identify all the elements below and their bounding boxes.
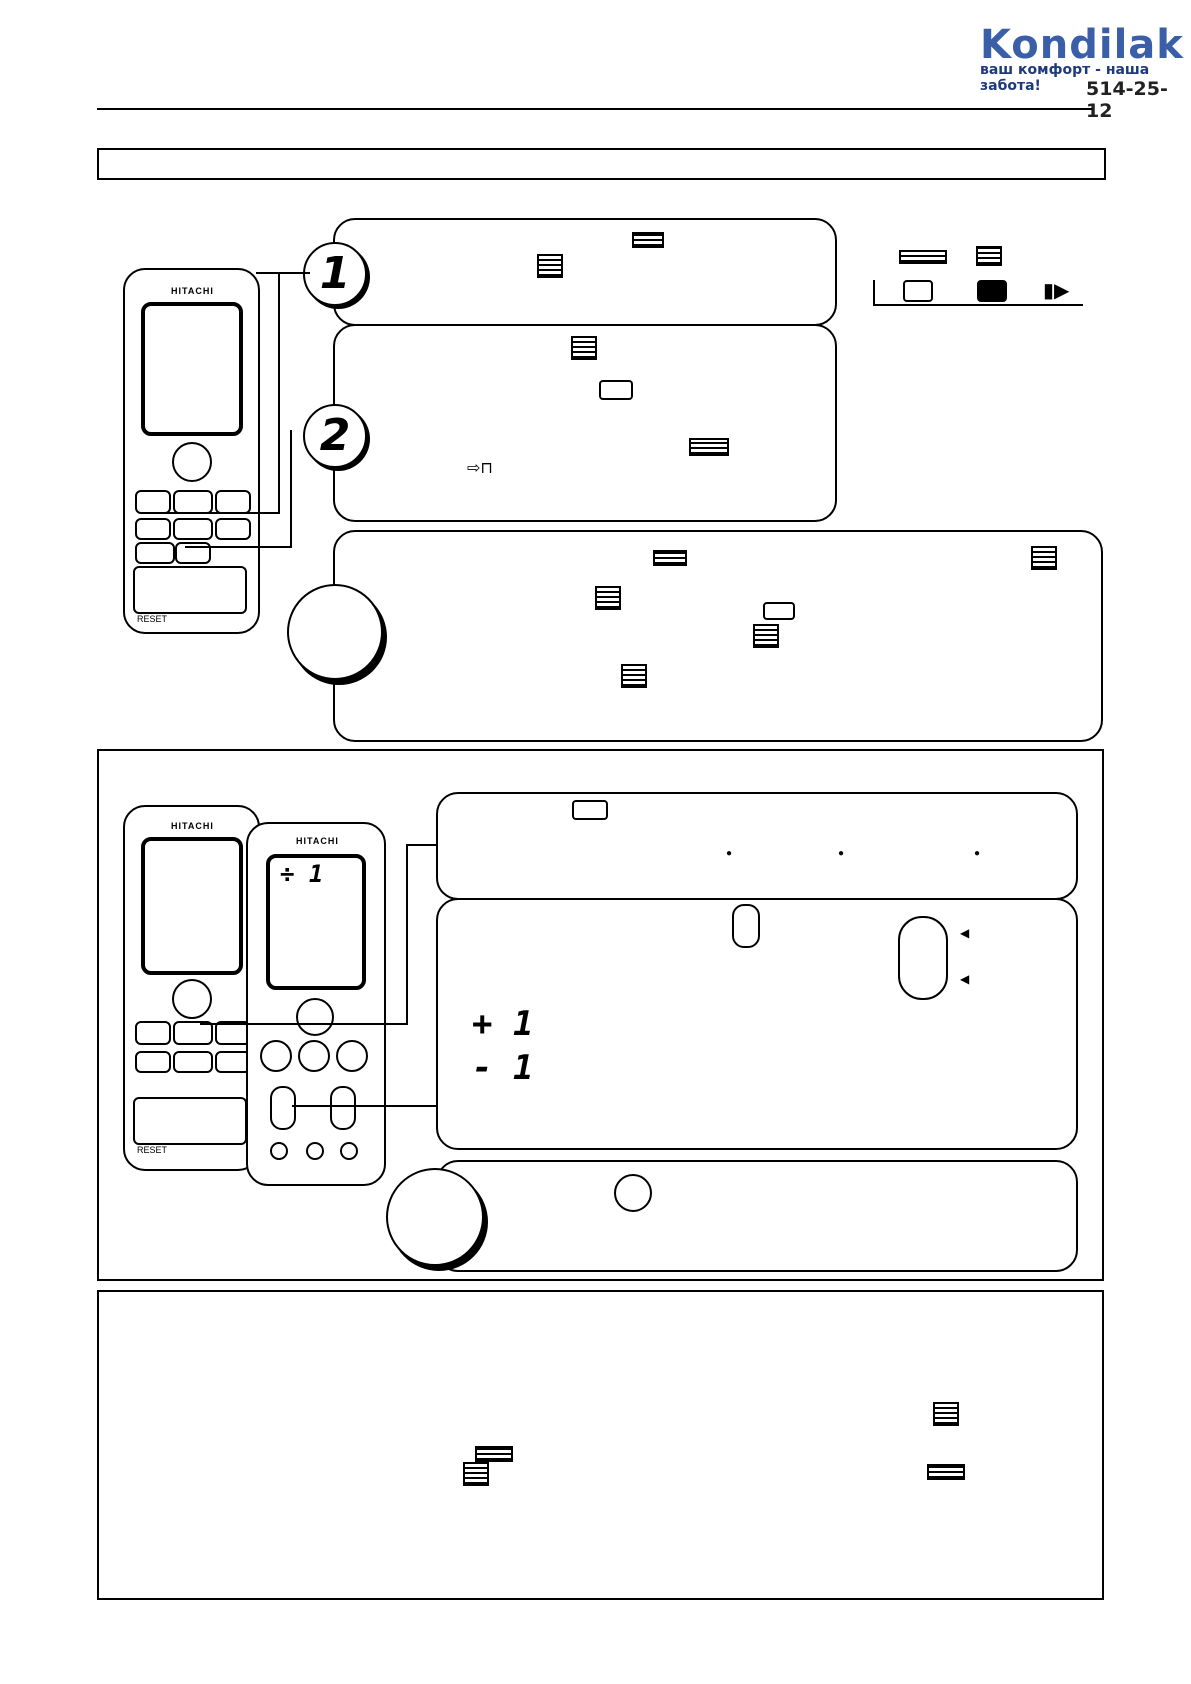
remote-brand: HITACHI	[296, 836, 339, 846]
filter-icon	[632, 232, 664, 248]
confirm-bubble	[436, 1160, 1078, 1272]
remote-brand: HITACHI	[171, 286, 214, 296]
remote-control-3: HITACHI ÷ 1	[246, 822, 386, 1186]
arrow-icon: ▮▶	[1043, 280, 1070, 302]
small-button[interactable]	[270, 1142, 288, 1160]
filter-icon	[1031, 546, 1057, 570]
filter-icon	[899, 250, 947, 264]
minus-reading: - 1	[472, 1048, 534, 1088]
filter-icon	[753, 624, 779, 648]
dry-mode-icon[interactable]	[298, 1040, 330, 1072]
display-reading: ÷ 1	[280, 860, 324, 888]
temp-button-icon	[732, 904, 760, 948]
swing-button[interactable]	[173, 1021, 213, 1045]
remote-brand: HITACHI	[171, 821, 214, 831]
brand-logo: Kondilak	[980, 22, 1184, 68]
power-button[interactable]	[172, 442, 212, 482]
filter-icon	[927, 1464, 965, 1480]
filter-button[interactable]	[215, 490, 251, 514]
filter-icon	[475, 1446, 513, 1462]
cool-mode-icon[interactable]	[336, 1040, 368, 1072]
reset-label: RESET	[137, 614, 168, 624]
remote-screen: ÷ 1	[266, 854, 366, 990]
step2-bubble: ⇨⊓	[333, 324, 837, 522]
pointer-icon: ◀	[960, 972, 970, 986]
brand-slogan: ваш комфорт - наша забота!	[980, 62, 1150, 94]
step1-bubble	[333, 218, 837, 326]
swing-button[interactable]	[173, 490, 213, 514]
mode-cycle-diagram: ▮▶	[873, 240, 1085, 306]
filter-icon	[463, 1462, 489, 1486]
power-icon	[614, 1174, 652, 1212]
timer-block[interactable]	[133, 1097, 247, 1145]
filter-icon	[621, 664, 647, 688]
section-title-box	[97, 148, 1106, 180]
filter-icon	[653, 550, 687, 566]
swing-icon: ⇨⊓	[467, 460, 493, 477]
temp-adjust-bubble: ◀ ◀ + 1 - 1	[436, 898, 1078, 1150]
section-2-frame	[97, 749, 1104, 1281]
section-3-frame	[97, 1290, 1104, 1600]
brand-phone: 514-25-12	[1086, 78, 1168, 122]
temp-button-icon[interactable]	[330, 1086, 356, 1130]
note-bubble	[333, 530, 1103, 742]
louver-button[interactable]	[173, 518, 213, 540]
position-dot: ●	[974, 848, 981, 859]
power-button[interactable]	[296, 998, 334, 1036]
power-icon	[763, 602, 795, 620]
temp-button-icon[interactable]	[270, 1086, 296, 1130]
filter-icon	[689, 438, 729, 456]
louver-button[interactable]	[173, 1051, 213, 1073]
position-dot: ●	[726, 848, 733, 859]
note-circle-2	[386, 1168, 484, 1266]
sleep-button[interactable]	[215, 518, 251, 540]
swing-bubble: ● ● ●	[436, 792, 1078, 900]
remote-screen	[141, 302, 243, 436]
reset-label: RESET	[137, 1145, 168, 1155]
heat-mode-icon[interactable]	[260, 1040, 292, 1072]
remote-control-1: HITACHI RESET	[123, 268, 260, 634]
fan-button[interactable]	[135, 1051, 171, 1073]
filter-icon	[571, 336, 597, 360]
swing-icon	[572, 800, 608, 820]
timer-block[interactable]	[133, 566, 247, 614]
plus-reading: + 1	[472, 1004, 534, 1044]
pointer-icon: ◀	[960, 926, 970, 940]
step2-circle: 2	[303, 404, 367, 468]
filter-icon	[537, 254, 563, 278]
filter-icon	[933, 1402, 959, 1426]
remote-control-2: HITACHI RESET	[123, 805, 260, 1171]
mode-button[interactable]	[135, 490, 171, 514]
note-circle	[287, 584, 383, 680]
power-button[interactable]	[172, 979, 212, 1019]
power-icon	[599, 380, 633, 400]
mode-button[interactable]	[135, 1021, 171, 1045]
fan-button[interactable]	[135, 518, 171, 540]
header-rule	[97, 108, 1092, 110]
moon-icon	[977, 280, 1007, 302]
filter-mode-button[interactable]	[135, 542, 175, 564]
filter-icon	[595, 586, 621, 610]
position-dot: ●	[838, 848, 845, 859]
filter-icon	[976, 246, 1002, 266]
small-button[interactable]	[340, 1142, 358, 1160]
step1-circle: 1	[303, 242, 367, 306]
remote-screen	[141, 837, 243, 975]
small-button[interactable]	[306, 1142, 324, 1160]
filter-button[interactable]	[215, 1021, 251, 1045]
temp-button-icon	[898, 916, 948, 1000]
sun-icon	[903, 280, 933, 302]
